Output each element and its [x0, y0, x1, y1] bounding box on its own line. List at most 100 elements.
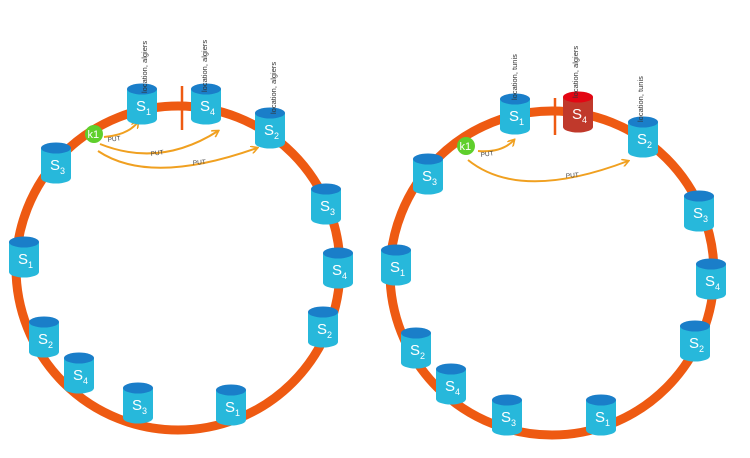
node-label: S4	[572, 106, 587, 125]
cylinder-top	[29, 316, 59, 328]
storage-node: S4	[696, 258, 726, 300]
put-arrow	[97, 148, 257, 169]
storage-node: S4	[64, 352, 94, 394]
location-tag: location, tunis	[510, 54, 519, 100]
cylinder-body	[500, 99, 530, 135]
cylinder-body	[586, 400, 616, 436]
node-label: S1	[225, 399, 240, 418]
node-label: S1	[136, 98, 151, 117]
node-label: S3	[501, 409, 516, 428]
put-label: PUT	[480, 150, 494, 159]
storage-node: S2	[308, 306, 338, 348]
put-arrow	[477, 140, 514, 153]
storage-node: S1	[9, 236, 39, 278]
storage-node: S3	[311, 183, 341, 225]
cylinder-top	[255, 107, 285, 119]
put-label: PUT	[107, 135, 121, 144]
cylinder-body	[64, 358, 94, 394]
cylinder-body	[29, 322, 59, 358]
cylinder-body	[41, 148, 71, 184]
storage-node: S2	[401, 327, 431, 369]
node-label: S1	[390, 259, 405, 278]
key-label: k1	[460, 141, 472, 153]
node-label: S3	[320, 198, 335, 217]
cylinder-body	[436, 369, 466, 405]
cylinder-top	[436, 363, 466, 375]
node-label: S3	[132, 397, 147, 416]
node-label: S1	[595, 409, 610, 428]
key-k1: k1	[457, 137, 475, 155]
node-label: S2	[637, 131, 652, 150]
cylinder-top	[401, 327, 431, 339]
cylinder-top	[500, 93, 530, 105]
storage-node: S3	[41, 142, 71, 184]
cylinder-top	[381, 244, 411, 256]
storage-node: S1	[216, 384, 246, 426]
node-label: S3	[693, 205, 708, 224]
node-label: S4	[332, 262, 347, 281]
location-tag: location, algiers	[269, 62, 278, 114]
storage-node: S4	[436, 363, 466, 405]
cylinder-body	[381, 250, 411, 286]
node-label: S3	[50, 157, 65, 176]
storage-node: S3	[492, 394, 522, 436]
put-arrow	[467, 160, 628, 183]
storage-node: S3	[413, 153, 443, 195]
put-label: PUT	[566, 172, 580, 180]
storage-node: S1	[127, 83, 157, 125]
node-label: S2	[689, 335, 704, 354]
cylinder-body	[311, 189, 341, 225]
node-label: S4	[705, 273, 720, 292]
cylinder-top	[323, 247, 353, 259]
key-circle	[457, 137, 475, 155]
cylinder-body	[563, 97, 593, 133]
key-k1: k1	[85, 125, 103, 143]
node-label: S1	[18, 251, 33, 270]
put-label: PUT	[193, 159, 207, 167]
cylinder-top	[680, 320, 710, 332]
storage-node: S2	[29, 316, 59, 358]
cylinder-top	[308, 306, 338, 318]
node-label: S2	[317, 321, 332, 340]
location-tag: location, algiers	[571, 46, 580, 98]
node-label: S2	[38, 331, 53, 350]
node-label: S4	[200, 98, 215, 117]
keys-layer: k1 k1	[85, 125, 475, 155]
storage-node: S4	[323, 247, 353, 289]
cylinder-body	[628, 122, 658, 158]
key-label: k1	[88, 129, 100, 141]
storage-node: S1	[500, 93, 530, 135]
storage-node: S1	[586, 394, 616, 436]
cylinder-top	[64, 352, 94, 364]
location-tag: location, algiers	[140, 41, 149, 93]
storage-node: S3	[684, 190, 714, 232]
cylinder-top	[684, 190, 714, 202]
node-label: S3	[422, 168, 437, 187]
storage-node: S4	[563, 91, 593, 133]
cylinder-top	[216, 384, 246, 396]
cylinder-top	[628, 116, 658, 128]
cylinder-body	[401, 333, 431, 369]
put-arrow	[99, 131, 218, 155]
cylinder-top	[586, 394, 616, 406]
node-label: S2	[264, 122, 279, 141]
cylinder-top	[563, 91, 593, 103]
cylinder-top	[492, 394, 522, 406]
storage-node: S2	[255, 107, 285, 149]
cylinder-top	[311, 183, 341, 195]
cylinder-body	[680, 326, 710, 362]
cylinder-body	[696, 264, 726, 300]
cylinder-body	[492, 400, 522, 436]
storage-node: S1	[381, 244, 411, 286]
location-tag: location, algiers	[200, 40, 209, 92]
cylinder-body	[413, 159, 443, 195]
cylinder-body	[323, 253, 353, 289]
cylinder-top	[696, 258, 726, 270]
storage-node: S4	[191, 83, 221, 125]
cylinder-body	[216, 390, 246, 426]
cylinder-body	[191, 89, 221, 125]
cylinder-top	[191, 83, 221, 95]
